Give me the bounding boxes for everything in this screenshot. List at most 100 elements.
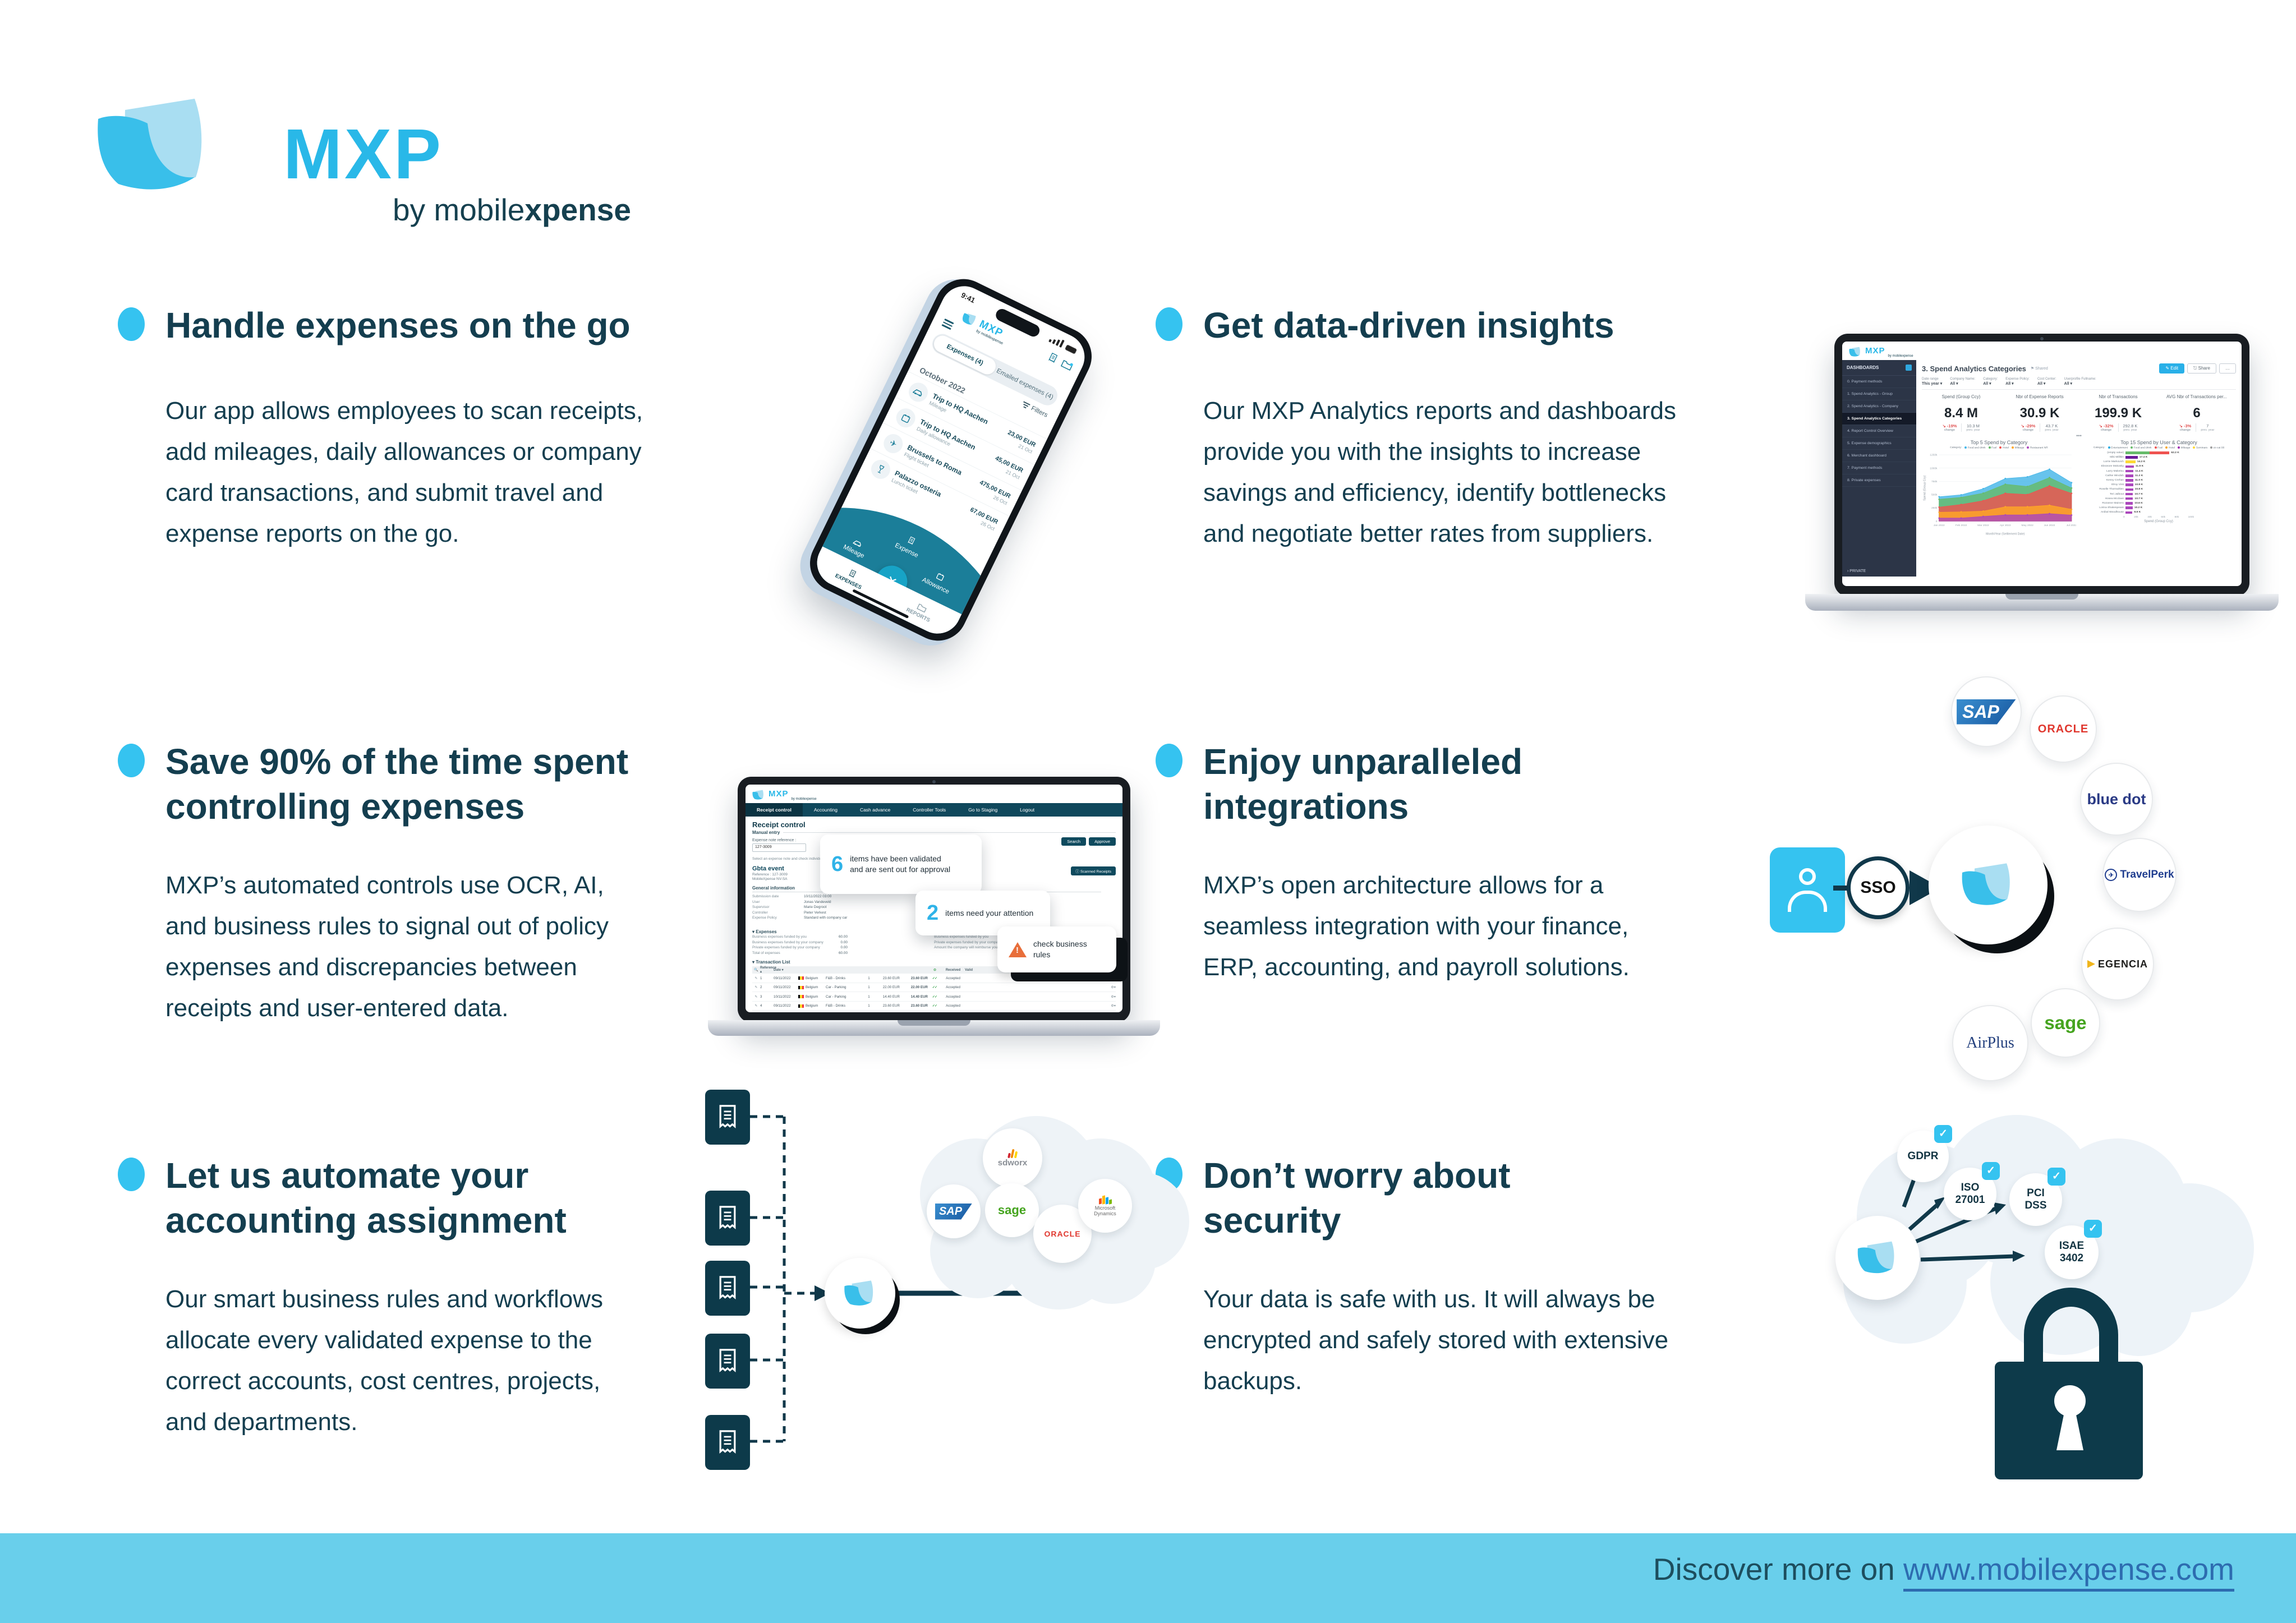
sidebar-private[interactable]: › PRIVATE [1847,569,1866,573]
validated-check-icon: ✓✓ [932,985,937,990]
manual-entry-legend: Manual entry [752,830,784,835]
search-button[interactable]: Search [1061,837,1087,846]
row-actions-icon[interactable]: ⚙▾ [1111,994,1116,999]
radial-mileage-button[interactable]: Mileage [842,536,869,560]
sidebar-item[interactable]: 0. Payment methods [1842,376,1916,388]
footer-link[interactable]: www.mobilexpense.com [1903,1552,2234,1592]
radial-expense-button[interactable]: Expense [894,532,924,559]
app-logo: MXP by mobilexpense [1842,342,2242,360]
filter-dropdown[interactable]: Userprofile Fullname:All ▾ [2064,377,2096,386]
edit-icon[interactable]: ✎ [754,994,758,999]
nav-menu-item[interactable]: Accounting [803,803,849,817]
filter-label: Cost Center: [2037,377,2056,381]
radial-allowance-button[interactable]: Allowance [921,567,955,596]
mxp-hub [1929,826,2047,944]
sidebar-item[interactable]: 5. Expense demographics [1842,437,1916,450]
sidebar-item-label: 0. Payment methods [1847,380,1883,384]
feature-heading: Handle expenses on the go [165,305,631,345]
more-button[interactable]: … [2219,363,2236,374]
transaction-country: Belgium [806,985,818,990]
nav-menu-item[interactable]: Controller Tools [901,803,957,817]
edit-icon[interactable]: ✎ [754,985,758,990]
bullet-icon [118,307,145,341]
mxp-paper-icon [963,313,976,325]
cloud-logo-sdworx: sdworx [983,1128,1042,1188]
sidebar-item[interactable]: 4. Report Control Overview [1842,425,1916,437]
sidebar-item[interactable]: 1. Spend Analytics - Group [1842,388,1916,400]
sap-logo: SAP [935,1203,973,1220]
nav-menu-item[interactable]: Cash advance [849,803,901,817]
nav-menu-item[interactable]: Logout [1009,803,1046,817]
transaction-row[interactable]: ✎ 1 09/11/2022 Belgium F&B - Drinks 1 23… [752,974,1116,983]
nav-menu-item[interactable]: Go to Staging [957,803,1009,817]
filter-dropdown[interactable]: Category:All ▾ [1983,377,1998,386]
transaction-date: 10/11/2022 [774,994,791,999]
transaction-qty: 1 [868,976,870,980]
sidebar-item[interactable]: 2. Spend Analytics - Company [1842,400,1916,413]
row-actions-icon[interactable]: ⚙▾ [1111,1004,1116,1008]
sidebar-item[interactable]: 6. Merchant dashboard [1842,450,1916,462]
filter-dropdown[interactable]: Expense Policy:All ▾ [2005,377,2030,386]
transaction-row[interactable]: ✎ 4 09/11/2022 Belgium F&B - Drinks 1 23… [752,1002,1116,1011]
mxp-paper-icon [1857,1241,1894,1274]
folder-icon[interactable] [1060,358,1074,371]
feature-heading: Let us automate your accounting assignme… [165,1155,567,1241]
sage-logo: sage [2044,1012,2087,1033]
sidebar-item-label: 3. Spend Analytics Categories [1847,417,1902,421]
check-icon: ✓ [1934,1125,1952,1143]
reference-input[interactable]: 127-3009 [752,843,806,852]
edit-icon[interactable]: ✎ [754,976,758,980]
transaction-row[interactable]: ✎ 5 09/11/2022 Belgium Car - Parking 1 2… [752,1011,1116,1012]
expand-dots[interactable]: ••• [2076,433,2082,439]
transaction-row[interactable]: ✎ 3 10/11/2022 Belgium Car - Parking 1 1… [752,992,1116,1002]
nav-expenses[interactable]: EXPENSES [809,546,892,607]
edit-button[interactable]: ✎ Edit [2159,363,2185,374]
validated-check-icon: ✓✓ [932,1004,937,1008]
sidebar-item-label: 5. Expense demographics [1847,441,1892,445]
feature-body: MXP’s open architecture allows for a sea… [1203,872,1630,981]
scanned-receipts-button[interactable]: ⓘ Scanned Receipts [1071,866,1116,875]
receipt-icon[interactable] [1047,352,1059,365]
svg-text:750k: 750k [1931,480,1938,483]
transaction-ref: 2 [760,985,762,990]
sidebar-item[interactable]: 8. Private expenses [1842,474,1916,487]
sidebar-item-label: 8. Private expenses [1847,478,1881,482]
transaction-row[interactable]: ✎ 2 09/11/2022 Belgium Car - Parking 1 2… [752,983,1116,993]
filter-dropdown[interactable]: Company Name:All ▾ [1950,377,1975,386]
row-actions-icon[interactable]: ⚙▾ [1111,976,1116,980]
event-company: MobileXpense NV-SA [752,877,788,881]
feature-body: Our smart business rules and workflows a… [165,1285,604,1436]
check-icon: ✓ [1982,1162,2000,1180]
feature-heading: Enjoy unparalleled integrations [1203,741,1523,827]
laptop-base [1805,594,2279,611]
partner-sage: sage [2031,988,2100,1058]
feature-body: Our MXP Analytics reports and dashboards… [1203,397,1676,547]
nav-reports[interactable]: REPORTS [879,580,962,642]
share-button[interactable]: ⎋ Share [2187,363,2216,374]
check-icon: ✓ [2047,1168,2065,1186]
receipt-tile [705,1261,750,1316]
sidebar-item[interactable]: 7. Payment methods [1842,462,1916,474]
row-actions-icon[interactable]: ⚙▾ [1111,985,1116,990]
nav-menu-item[interactable]: Receipt control [746,803,803,817]
sidebar-item[interactable]: 3. Spend Analytics Categories [1842,413,1916,425]
filter-dropdown[interactable]: Cost Center:All ▾ [2037,377,2056,386]
edit-icon[interactable]: ✎ [754,1004,758,1008]
filter-label: Expense Policy: [2005,377,2030,381]
receipt-icon [719,1430,736,1454]
sdworx-icon [1007,1149,1018,1158]
collapse-icon[interactable] [1906,365,1912,371]
approve-button[interactable]: Approve [1089,837,1116,846]
